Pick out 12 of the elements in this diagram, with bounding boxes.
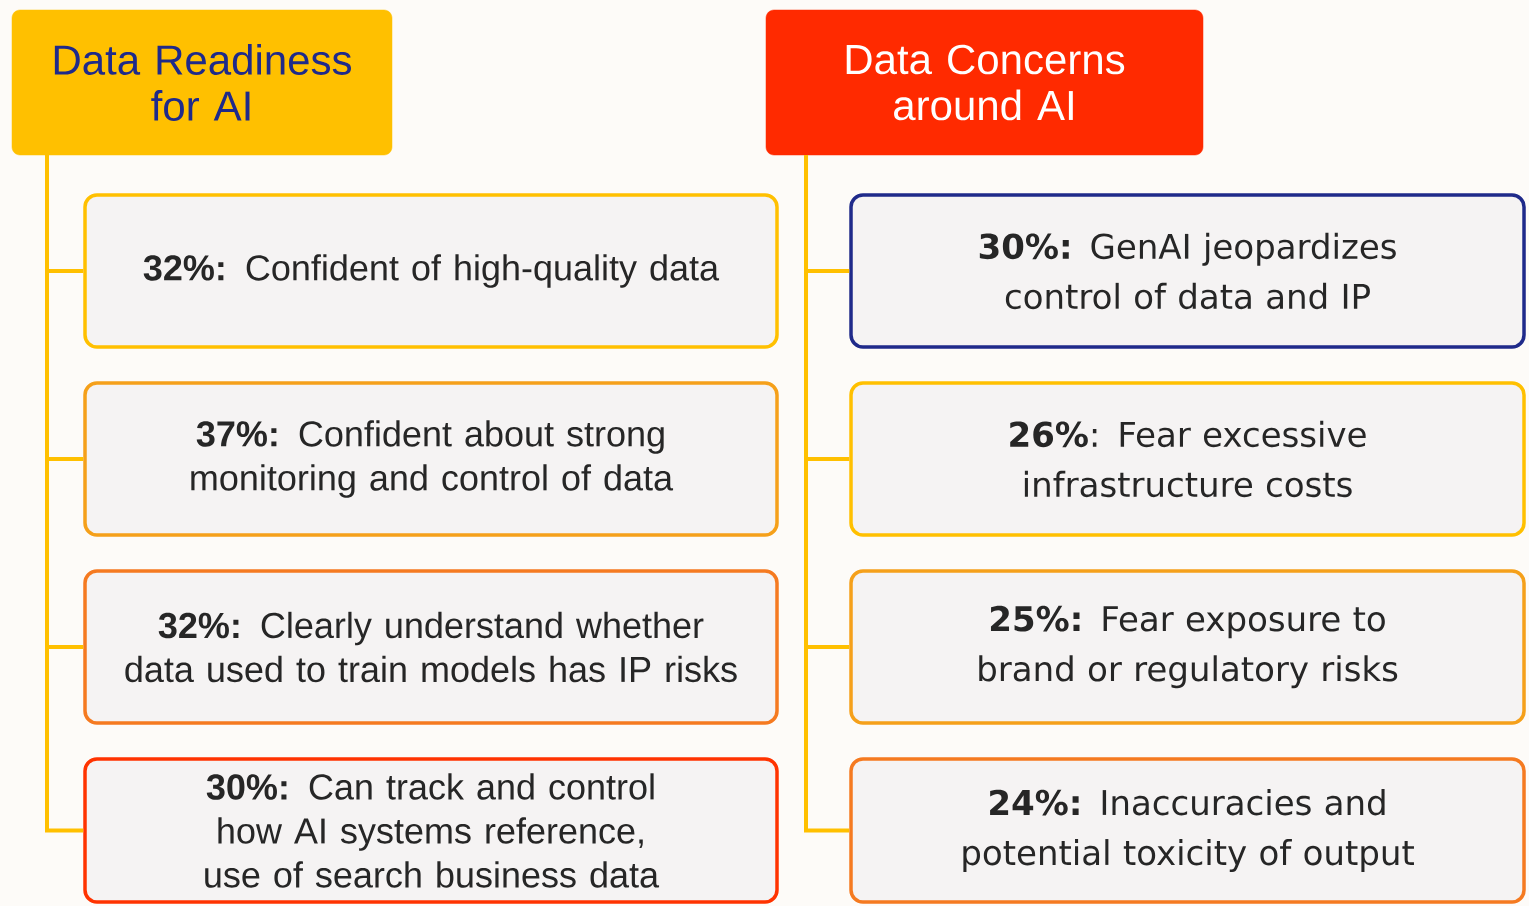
connector-line [804,155,850,833]
stat-box: 37%: Confident about strong monitoring and control of data [83,381,779,537]
stat-box: 32%: Clearly understand whether data used to train models has IP risks [83,569,779,725]
header-box: Data Concerns around AI [765,9,1204,156]
stat-box: 32%: Confident of high-quality data [83,193,779,349]
stat-box: 30%: Can track and control how AI systems reference, use of search business data [83,757,779,904]
stat-box: 24%: Inaccuracies and potential toxicity of output [849,757,1526,904]
header-box: Data Readiness for AI [11,9,393,156]
stat-box: 25%: Fear exposure to brand or regulatory risks [849,569,1526,725]
stat-box: 26%: Fear excessive infrastructure costs [849,381,1526,537]
connector-line [45,155,84,833]
stat-box: 30%: GenAI jeopardizes control of data and IP [849,193,1526,349]
